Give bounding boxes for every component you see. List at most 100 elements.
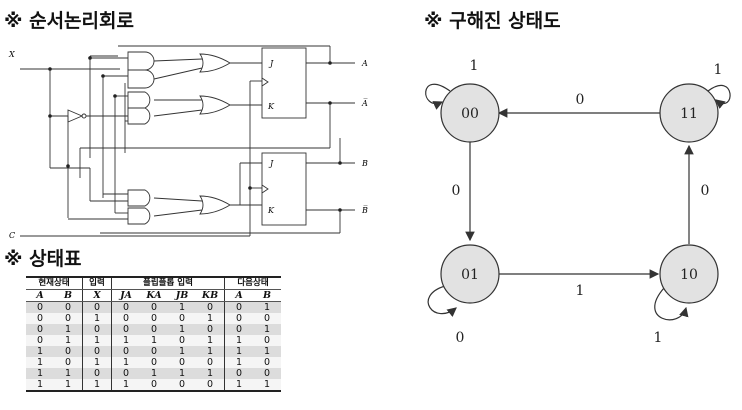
output-b: B	[361, 159, 368, 168]
table-cell: 1	[168, 324, 196, 335]
col-header: JB	[168, 289, 196, 302]
table-cell: 1	[196, 335, 225, 346]
col-header: B	[253, 289, 281, 302]
circuit-heading: ※ 순서논리회로	[4, 10, 134, 32]
table-cell: 0	[253, 335, 281, 346]
table-cell: 0	[26, 313, 54, 324]
table-cell: 1	[26, 379, 54, 392]
edge-label-10-11: 0	[701, 183, 710, 199]
table-cell: 1	[54, 379, 83, 392]
loop-01	[427, 285, 457, 318]
table-cell: 0	[168, 313, 196, 324]
state-node-01	[440, 244, 500, 304]
group-header-input: 입력	[82, 276, 112, 290]
table-cell: 0	[140, 324, 168, 335]
loop-00	[425, 83, 451, 110]
table-cell: 1	[111, 379, 140, 392]
table-cell: 0	[26, 301, 54, 313]
ffa-k-label: K	[267, 102, 275, 111]
circuit-input-c: C	[9, 231, 15, 240]
table-cell: 1	[26, 346, 54, 357]
group-header-current-state: 현재상태	[26, 276, 83, 290]
table-cell: 0	[54, 313, 83, 324]
table-cell: 0	[54, 301, 83, 313]
table-cell: 0	[82, 301, 112, 313]
table-cell: 1	[82, 357, 112, 368]
col-header: B	[54, 289, 83, 302]
table-cell: 0	[253, 313, 281, 324]
table-cell: 1	[26, 357, 54, 368]
col-header: KA	[140, 289, 168, 302]
group-header-ff-input: 플립플롭 입력	[111, 276, 225, 290]
state-label-00: 00	[461, 106, 479, 122]
table-cell: 0	[111, 301, 140, 313]
table-cell: 1	[253, 324, 281, 335]
table-cell: 0	[26, 324, 54, 335]
loop-10	[654, 287, 689, 321]
table-cell: 1	[224, 335, 253, 346]
table-cell: 0	[82, 324, 112, 335]
table-cell: 0	[196, 357, 225, 368]
edge-label-01-01: 0	[456, 330, 465, 346]
table-cell: 1	[168, 346, 196, 357]
table-cell: 1	[111, 335, 140, 346]
ffb-k-label: K	[267, 206, 275, 215]
table-cell: 1	[168, 368, 196, 379]
state-table-heading: ※ 상태표	[4, 248, 82, 270]
output-b-bar: B̅	[361, 206, 368, 215]
table-cell: 0	[224, 324, 253, 335]
table-cell: 0	[168, 357, 196, 368]
table-cell: 1	[26, 368, 54, 379]
col-header: X	[82, 289, 112, 302]
edge-label-10-10: 1	[654, 330, 663, 346]
table-cell: 1	[253, 379, 281, 392]
table-cell: 0	[111, 368, 140, 379]
table-cell: 0	[253, 368, 281, 379]
table-cell: 1	[168, 301, 196, 313]
table-cell: 0	[196, 301, 225, 313]
table-cell: 0	[111, 346, 140, 357]
state-table: 현재상태 입력 플립플롭 입력 다음상태 A B X JA KA JB KB A…	[26, 276, 281, 392]
table-cell: 1	[224, 357, 253, 368]
state-label-01: 01	[461, 267, 479, 283]
loop-11	[707, 84, 731, 109]
table-cell: 0	[140, 346, 168, 357]
table-cell: 1	[54, 335, 83, 346]
table-cell: 0	[140, 313, 168, 324]
state-label-11: 11	[680, 106, 698, 122]
table-cell: 1	[140, 335, 168, 346]
table-cell: 1	[196, 313, 225, 324]
ffb-j-label: J	[268, 159, 274, 168]
table-cell: 1	[111, 357, 140, 368]
table-cell: 0	[224, 368, 253, 379]
state-node-11	[659, 83, 719, 143]
table-cell: 1	[253, 301, 281, 313]
edge-label-11-11: 1	[714, 62, 723, 78]
table-cell: 0	[253, 357, 281, 368]
output-a: A	[361, 59, 368, 68]
table-cell: 0	[26, 335, 54, 346]
table-cell: 1	[253, 346, 281, 357]
table-cell: 1	[82, 313, 112, 324]
table-cell: 0	[168, 379, 196, 392]
state-label-10: 10	[680, 267, 698, 283]
table-cell: 1	[224, 379, 253, 392]
circuit-diagram: X C J K J K A A̅ B B̅	[8, 45, 368, 240]
state-diagram: 00 11 01 10 1 0 1 0 0 1 0 1	[425, 58, 731, 346]
table-cell: 1	[54, 368, 83, 379]
circuit-input-x: X	[8, 50, 15, 59]
table-cell: 0	[140, 357, 168, 368]
table-cell: 0	[54, 346, 83, 357]
edge-label-00-01: 0	[452, 183, 461, 199]
table-cell: 1	[54, 324, 83, 335]
table-cell: 0	[224, 301, 253, 313]
table-cell: 0	[82, 346, 112, 357]
